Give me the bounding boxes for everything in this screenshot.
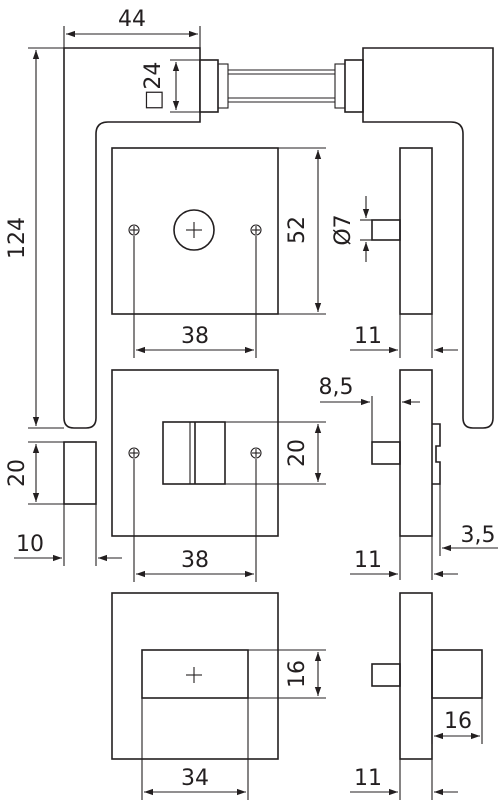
label-10: 10 — [16, 532, 44, 557]
rose-middle-front — [111, 369, 279, 537]
label-8-5: 8,5 — [319, 375, 354, 400]
dimension-38-top — [133, 236, 257, 358]
label-24: □24 — [141, 62, 166, 111]
dimension-10 — [14, 504, 122, 566]
rose-bottom-side — [371, 592, 483, 760]
dimension-diameter-7 — [360, 196, 372, 262]
rose-top-side — [371, 147, 433, 315]
dimension-24 — [170, 59, 200, 113]
dimension-52 — [278, 147, 326, 315]
rose-middle-side — [371, 369, 441, 537]
screw-icon — [128, 447, 140, 459]
turn-knob — [63, 441, 97, 505]
rose-bottom-front — [111, 592, 279, 760]
label-16-window: 16 — [285, 660, 310, 688]
label-34: 34 — [181, 766, 209, 791]
screw-icon — [128, 224, 140, 236]
label-38-top: 38 — [181, 324, 209, 349]
label-52: 52 — [285, 216, 310, 244]
label-11-bottom: 11 — [354, 766, 382, 791]
label-20-grip: 20 — [5, 459, 30, 487]
label-3-5: 3,5 — [461, 523, 496, 548]
dimension-20-grip — [28, 441, 64, 505]
dimension-3-5 — [439, 484, 498, 556]
label-124: 124 — [5, 217, 30, 259]
dimension-124 — [28, 47, 64, 429]
dimension-11-top — [350, 314, 458, 358]
rose-top-front — [111, 147, 279, 315]
label-16-depth: 16 — [444, 709, 472, 734]
dimension-16-window — [248, 649, 326, 699]
label-11-top: 11 — [354, 324, 382, 349]
spindle — [228, 69, 335, 103]
dimension-11-mid — [350, 536, 458, 580]
handle-left-view — [63, 47, 229, 429]
label-diameter-7: Ø7 — [331, 214, 356, 245]
label-20-turn: 20 — [285, 439, 310, 467]
dimension-34 — [141, 698, 249, 800]
label-38-mid: 38 — [181, 548, 209, 573]
screw-icon — [250, 224, 262, 236]
dimension-38-mid — [133, 459, 257, 582]
dimension-8-5 — [320, 396, 420, 442]
label-11-mid: 11 — [354, 548, 382, 573]
dimension-44 — [63, 26, 201, 48]
dimension-11-bottom — [350, 759, 458, 800]
screw-icon — [250, 447, 262, 459]
label-44: 44 — [118, 7, 146, 32]
dimension-20-turn — [225, 421, 326, 485]
dimension-16-depth — [431, 698, 483, 744]
handle-right-view — [334, 47, 494, 429]
